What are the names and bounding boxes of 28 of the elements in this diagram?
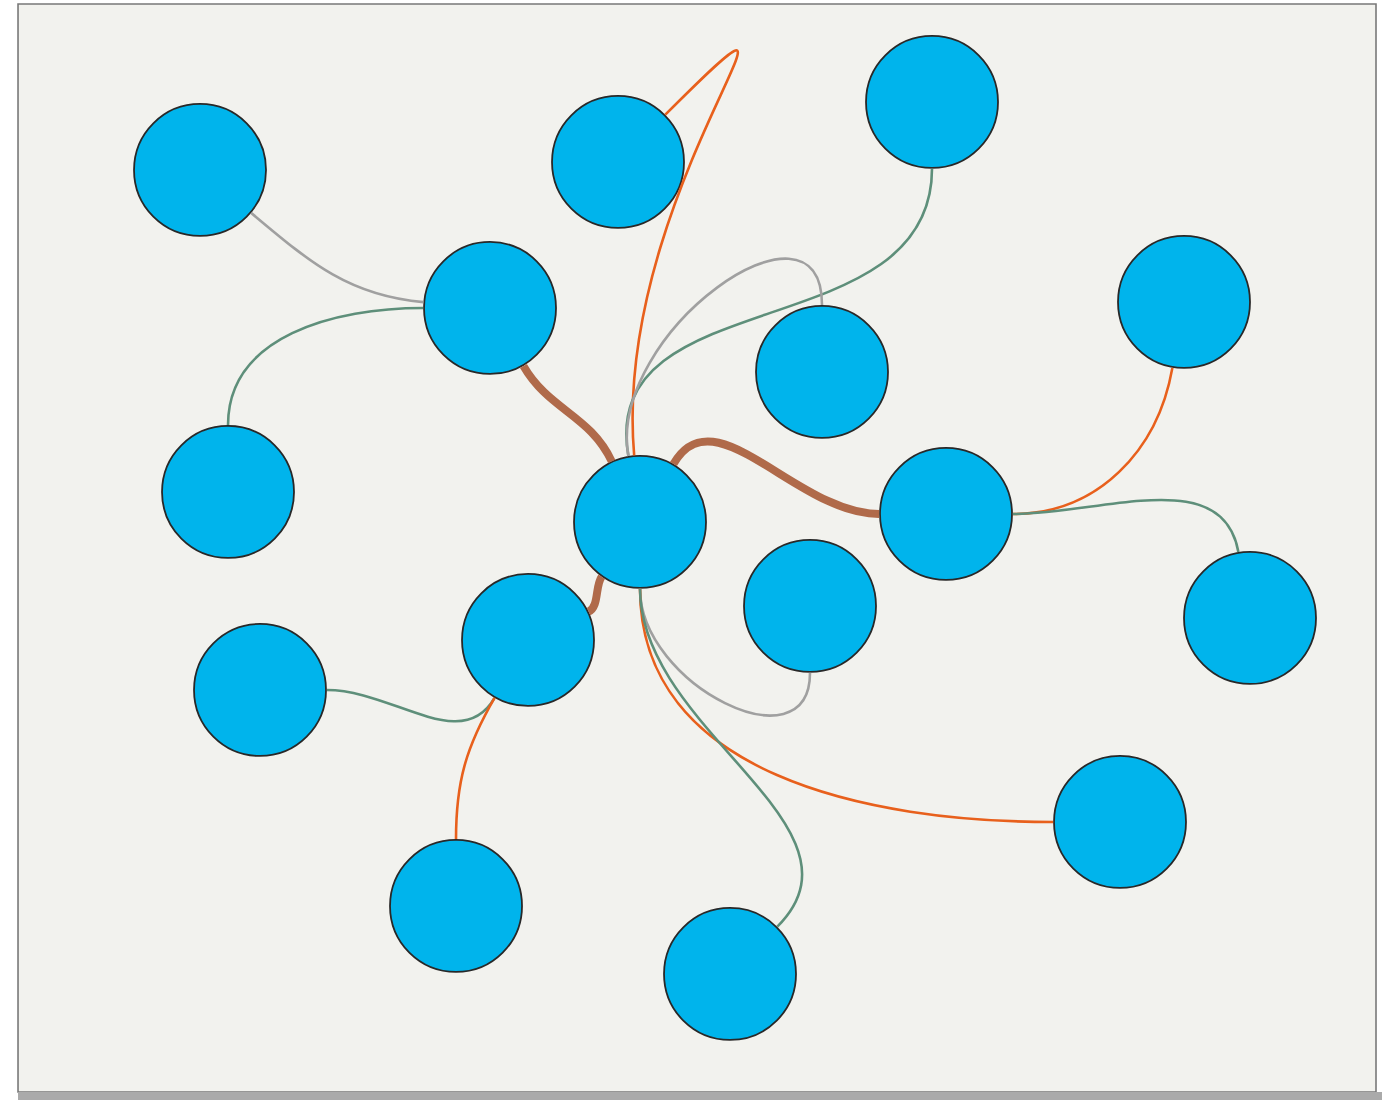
circle-node [573,455,707,589]
curved-line [626,257,824,457]
circle-node [743,539,877,673]
circle-node [161,425,295,559]
circle-node [1117,235,1251,369]
circle-node [879,447,1013,581]
curved-line [1012,498,1240,553]
curved-line [454,697,496,840]
curved-line [638,588,812,717]
curved-line [670,437,880,518]
circle-node [865,35,999,169]
curved-line [250,211,424,304]
circle-node [133,103,267,237]
curved-line [632,50,739,456]
circle-node [551,95,685,229]
circle-node [461,573,595,707]
curved-line [326,688,496,723]
curved-line [226,306,424,426]
circle-node [755,305,889,439]
curved-line [638,588,804,928]
curved-line [520,363,616,464]
circle-node [389,839,523,973]
curved-line [586,574,606,615]
circle-node [193,623,327,757]
circle-node [663,907,797,1041]
circle-node [423,241,557,375]
circle-node [1183,551,1317,685]
circle-node [1053,755,1187,889]
